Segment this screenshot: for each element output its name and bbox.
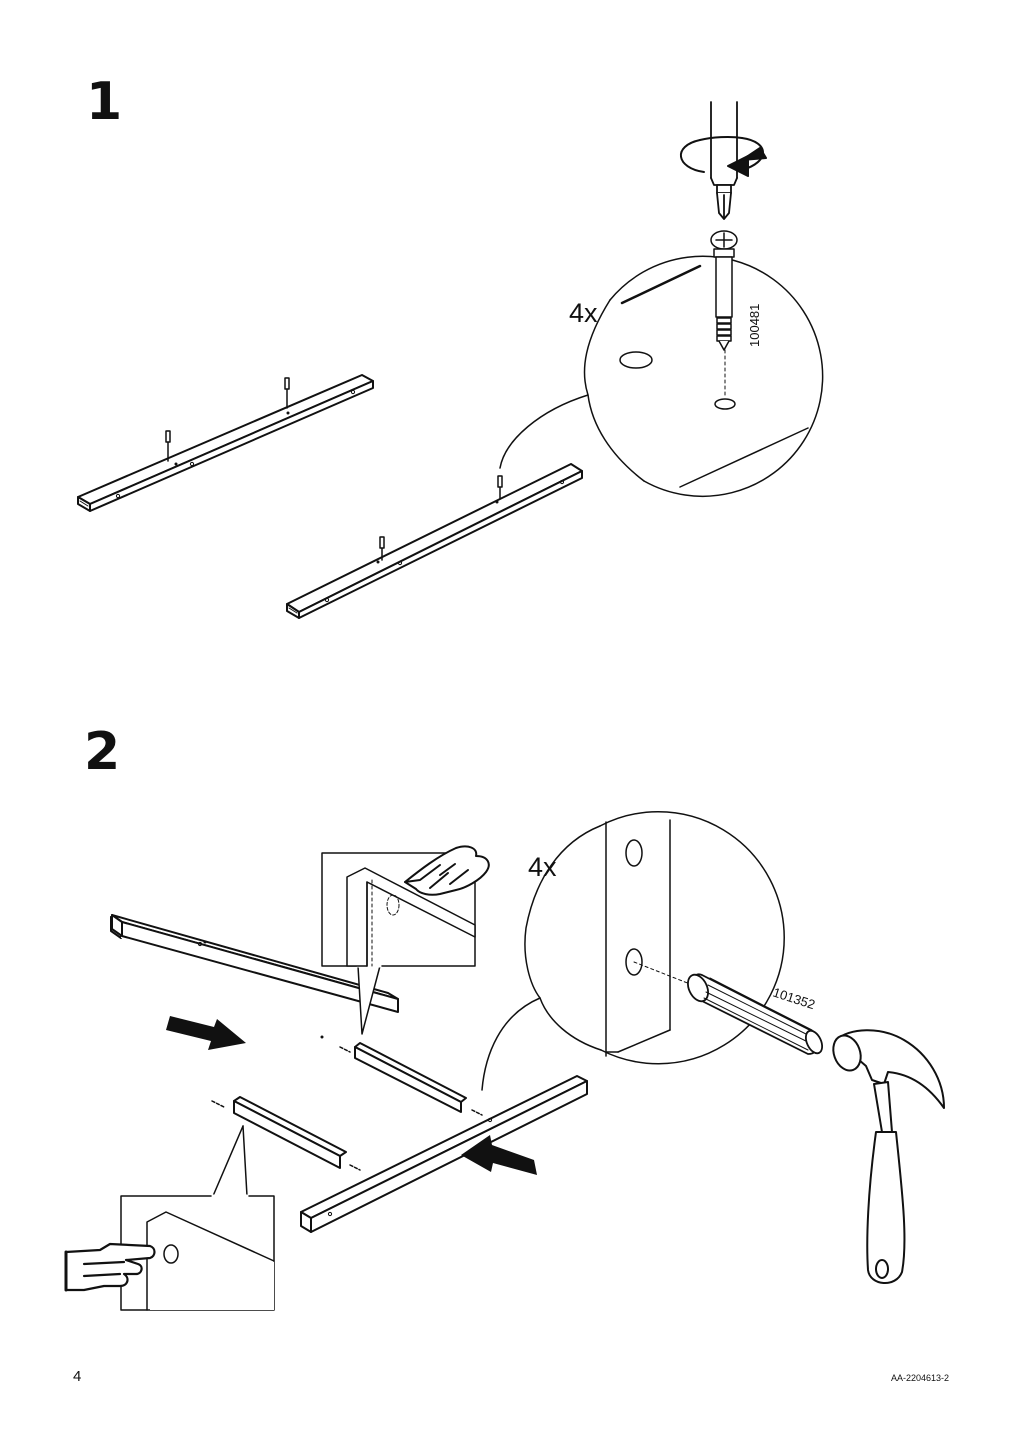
wooden-rail-icon — [211, 1096, 361, 1171]
wooden-dowel-icon — [687, 973, 824, 1055]
push-arrow-icon — [461, 1135, 537, 1175]
push-arrow-icon — [166, 1016, 246, 1050]
wooden-rail-icon — [77, 374, 374, 512]
step-2-number: 2 — [84, 722, 121, 782]
step-1-part-number: 100481 — [747, 304, 762, 347]
wooden-rail-icon — [339, 1042, 483, 1116]
step-1-quantity: 4x — [569, 298, 598, 328]
hammer-icon — [832, 1029, 945, 1284]
pointing-hand-icon — [64, 1242, 156, 1292]
step-1-number: 1 — [86, 72, 123, 132]
page-number: 4 — [73, 1368, 82, 1385]
step-2-part-number: 101352 — [771, 985, 817, 1013]
rotate-clockwise-icon — [679, 135, 767, 177]
screwdriver-icon — [710, 101, 738, 220]
cam-lock-bolt-icon — [379, 475, 503, 561]
pointing-hand-icon — [404, 845, 490, 896]
wooden-rail-icon — [286, 463, 583, 619]
cam-lock-bolt-icon — [165, 377, 290, 462]
wooden-rail-icon — [111, 914, 399, 1039]
document-code: AA-2204613-2 — [890, 1373, 949, 1383]
cam-lock-bolt-icon — [710, 230, 738, 351]
wooden-rail-icon — [300, 1075, 588, 1233]
step-2-quantity: 4x — [528, 852, 557, 882]
